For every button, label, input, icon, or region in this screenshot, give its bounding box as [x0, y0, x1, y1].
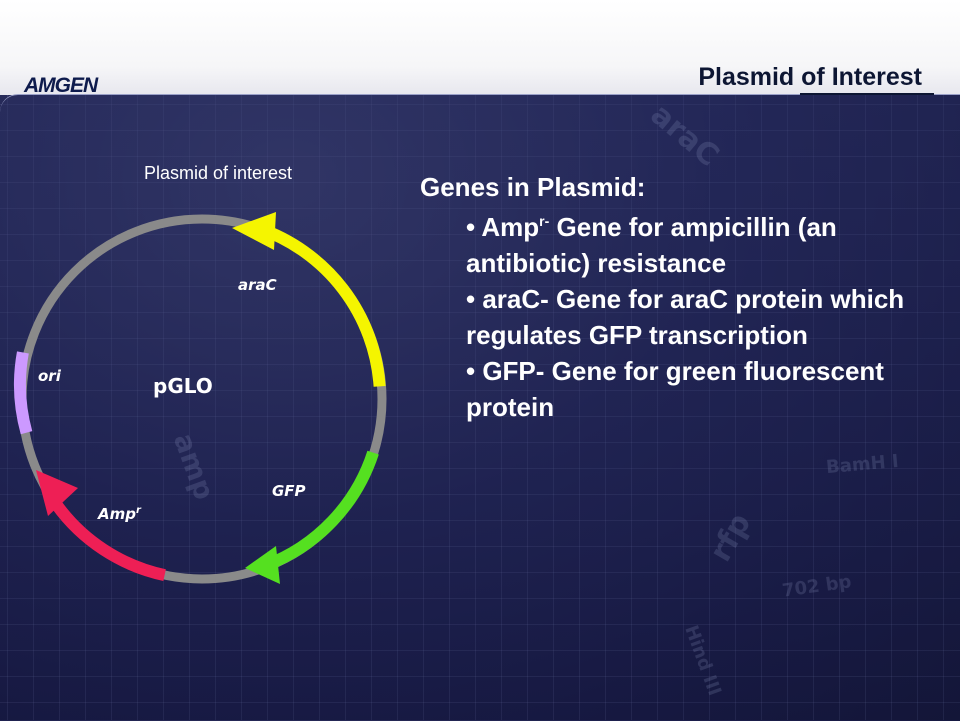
amp-label-sup: r [136, 505, 142, 516]
gfp-segment [263, 450, 379, 572]
gfp-arrowhead [245, 546, 280, 584]
amp-label: Ampr [97, 505, 142, 523]
ori-label: ori [38, 367, 62, 385]
amp-label-text: Amp [97, 505, 136, 523]
bullet-gfp-text: GFP- Gene for green fluorescent protein [466, 356, 884, 422]
bullet-amp-sup: r- [539, 213, 550, 229]
header-band [0, 0, 960, 95]
content-panel [0, 94, 960, 721]
arac-label: araC [238, 276, 277, 294]
bullet-gfp: • GFP- Gene for green fluorescent protei… [466, 356, 884, 422]
amp-segment [50, 499, 166, 581]
genes-list: • Ampr- Gene for ampicillin (an antibiot… [466, 209, 936, 425]
bullet-amp: • Ampr- Gene for ampicillin (an antibiot… [466, 212, 837, 278]
bullet-amp-lead: Amp [481, 212, 540, 242]
bullet-amp-text: Gene for ampicillin (an antibiotic) resi… [466, 212, 837, 278]
gfp-label: GFP [272, 482, 306, 500]
bullet-arac: • araC- Gene for araC protein which regu… [466, 284, 905, 350]
title-underline [800, 93, 934, 95]
ori-segment [13, 351, 33, 435]
genes-heading: Genes in Plasmid: [420, 172, 646, 202]
plasmid-name: pGLO [153, 374, 213, 398]
bullet-arac-text: araC- Gene for araC protein which regula… [466, 284, 905, 350]
arac-segment [256, 222, 386, 387]
arac-arrowhead [232, 212, 276, 250]
amp-arrowhead [36, 470, 78, 516]
slide-title: Plasmid of Interest [698, 63, 922, 91]
diagram-caption: Plasmid of interest [144, 163, 293, 183]
amgen-logo: AMGEN [24, 74, 98, 97]
